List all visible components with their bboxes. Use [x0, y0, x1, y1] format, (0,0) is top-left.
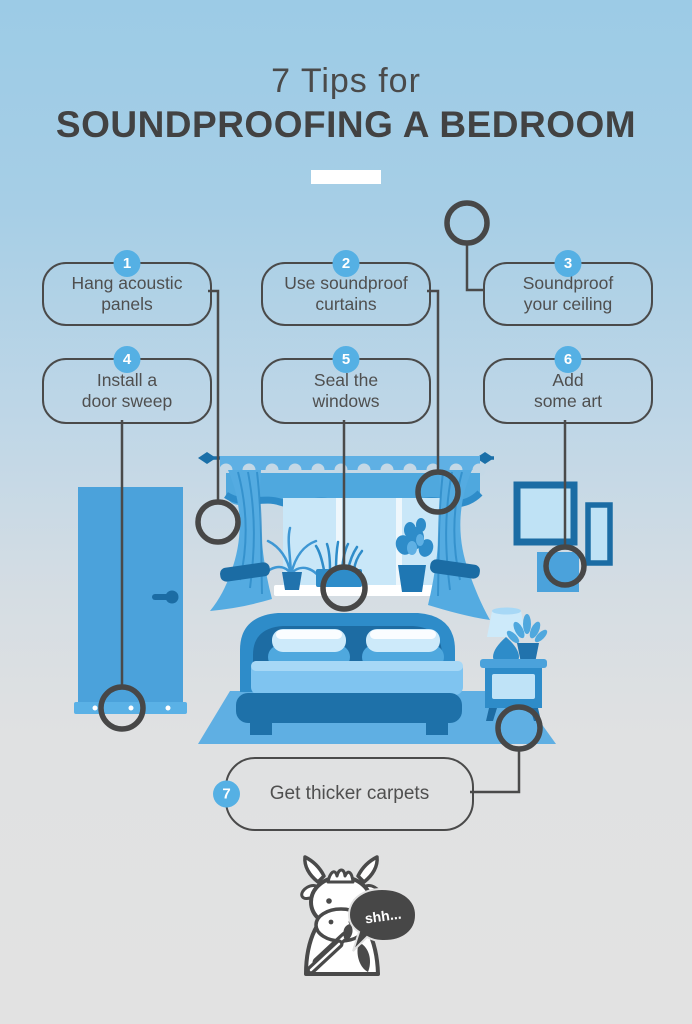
marker-windowsill	[320, 564, 368, 612]
art-frames-icon	[513, 481, 613, 592]
nightstand-plant-icon	[506, 614, 548, 663]
page-title-line1: 7 Tips for	[271, 62, 421, 100]
tip-7-label: Get thicker carpets	[269, 782, 430, 804]
nightstand-icon	[480, 607, 548, 721]
curtain-right-icon	[428, 470, 490, 620]
speech-bubble-text: shh...	[364, 906, 402, 927]
door-icon	[74, 487, 187, 714]
tip-2-number-badge: 2	[332, 250, 360, 277]
tip-box-get-thicker-carpets: 7 Get thicker carpets	[213, 757, 474, 831]
curtain-tieback-icon	[220, 562, 270, 582]
tip-6-number-badge: 6	[554, 346, 582, 373]
tip-7-number-badge: 7	[213, 780, 240, 808]
marker-art	[543, 544, 587, 588]
tip-4-number-badge: 4	[113, 346, 141, 373]
bed-icon	[236, 613, 463, 735]
marker-curtains	[415, 469, 461, 515]
connector-tip-3	[465, 243, 483, 292]
title-underline-bar	[311, 170, 381, 184]
curtain-left-icon	[210, 470, 272, 611]
location-markers	[98, 200, 587, 752]
cow-mascot-icon: shh...	[300, 855, 418, 976]
tip-5-number-badge: 5	[332, 346, 360, 373]
marker-door-sweep	[98, 684, 146, 732]
tip-3-number-badge: 3	[554, 250, 582, 277]
page-title-line2: SOUNDPROOFING A BEDROOM	[55, 104, 637, 145]
curtain-tieback-icon	[430, 559, 480, 579]
marker-carpet	[495, 704, 543, 752]
tip-1-number-badge: 1	[113, 250, 141, 277]
speech-bubble-icon: shh...	[347, 887, 418, 952]
marker-wall-panels	[195, 499, 241, 545]
connector-tip-7	[470, 749, 521, 794]
marker-ceiling	[444, 200, 490, 246]
